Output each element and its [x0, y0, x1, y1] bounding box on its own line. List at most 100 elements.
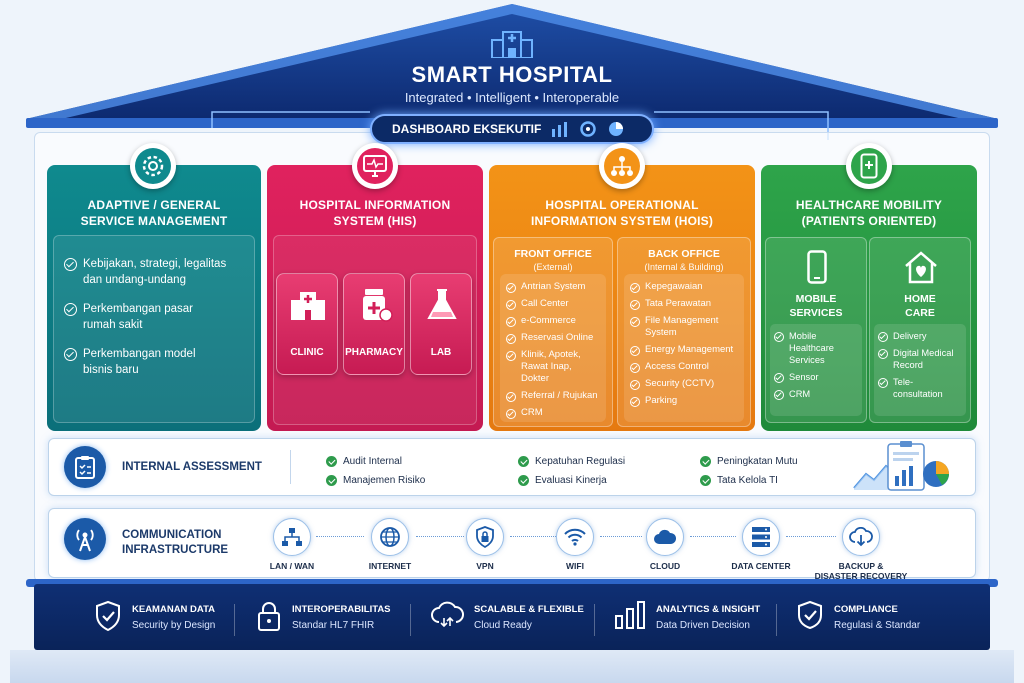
list-item: Tata Perawatan	[630, 298, 738, 310]
clinic-tile[interactable]: CLINIC	[276, 273, 338, 375]
check-icon	[326, 456, 337, 467]
bar-chart-icon	[552, 122, 568, 137]
connector	[510, 536, 556, 537]
mobile-plus-icon	[860, 153, 878, 179]
connector	[600, 536, 642, 537]
assessment-item: Evaluasi Kinerja	[518, 475, 607, 486]
internet-node[interactable]	[371, 518, 409, 556]
vpn-node[interactable]	[466, 518, 504, 556]
shield-lock-icon	[476, 526, 494, 548]
flask-icon	[427, 289, 457, 319]
lock-icon	[258, 602, 280, 631]
gear-icon	[142, 155, 164, 177]
pharmacy-tile[interactable]: PHARMACY	[343, 273, 405, 375]
backup-node[interactable]	[842, 518, 880, 556]
list-item: Reservasi Online	[506, 332, 600, 344]
cloud-node[interactable]	[646, 518, 684, 556]
back-office-panel: BACK OFFICE (Internal & Building) Kepega…	[617, 237, 751, 427]
card-title: HOSPITAL INFORMATION SYSTEM (HIS)	[299, 198, 451, 228]
back-office-list: Kepegawaian Tata Perawatan File Manageme…	[624, 274, 744, 422]
list-item: CRM	[774, 388, 858, 400]
list-item: Parking	[630, 395, 738, 407]
infrastructure-title: COMMUNICATION INFRASTRUCTURE	[122, 529, 229, 556]
data-center-node[interactable]	[742, 518, 780, 556]
divider	[776, 604, 777, 636]
globe-icon	[380, 527, 400, 547]
hospital-building-icon	[291, 292, 325, 320]
foundation-bar	[34, 584, 990, 650]
assessment-title: INTERNAL ASSESSMENT	[122, 461, 262, 473]
his-badge	[352, 143, 398, 189]
adaptive-management-card: ADAPTIVE / GENERAL SERVICE MANAGEMENT Ke…	[47, 165, 261, 431]
card-title: HOSPITAL OPERATIONAL INFORMATION SYSTEM …	[530, 198, 714, 228]
bar-chart-icon	[615, 601, 645, 629]
list-item: Kepegawaian	[630, 281, 738, 293]
list-item: Security (CCTV)	[630, 378, 738, 390]
check-icon	[518, 475, 529, 486]
list-item: Antrian System	[506, 281, 600, 293]
node-label: VPN	[476, 561, 494, 571]
server-icon	[752, 527, 770, 547]
his-card: HOSPITAL INFORMATION SYSTEM (HIS) CLINIC…	[267, 165, 483, 431]
badge-check-icon	[798, 600, 822, 630]
front-office-list: Antrian System Call Center e-Commerce Re…	[500, 274, 606, 422]
list-item: Klinik, Apotek,Rawat Inap, Dokter	[506, 349, 600, 385]
mobility-badge	[846, 143, 892, 189]
check-icon	[700, 456, 711, 467]
card-title: ADAPTIVE / GENERAL SERVICE MANAGEMENT	[80, 198, 228, 228]
dashboard-label: DASHBOARD EKSEKUTIF	[392, 122, 542, 136]
clipboard-check-icon	[75, 456, 95, 479]
node-label: INTERNET	[368, 561, 412, 571]
communication-infrastructure-row	[48, 508, 976, 578]
connector	[416, 536, 464, 537]
list-item: Access Control	[630, 361, 738, 373]
check-icon	[64, 348, 77, 361]
org-chart-icon	[611, 156, 633, 176]
divider	[290, 450, 291, 484]
lan-wan-node[interactable]	[273, 518, 311, 556]
assessment-item: Kepatuhan Regulasi	[518, 456, 625, 467]
home-heart-icon	[905, 251, 937, 284]
node-label: WIFI	[566, 561, 584, 571]
node-label: BACKUP & DISASTER RECOVERY	[814, 561, 908, 581]
network-icon	[282, 528, 302, 546]
hospital-logo-icon	[491, 31, 533, 58]
wifi-node[interactable]	[556, 518, 594, 556]
wifi-icon	[564, 528, 586, 546]
dashboard-button[interactable]: DASHBOARD EKSEKUTIF	[370, 114, 654, 144]
list-item: e-Commerce	[506, 315, 600, 327]
page-title: SMART HOSPITAL	[411, 62, 613, 87]
connector	[316, 536, 364, 537]
assessment-item: Audit Internal	[326, 456, 402, 467]
lab-tile[interactable]: LAB	[410, 273, 472, 375]
shield-check-icon	[96, 600, 120, 632]
assessment-item: Tata Kelola TI	[700, 475, 778, 486]
check-icon	[64, 258, 77, 271]
gauge-icon	[580, 121, 597, 137]
foundation-top-edge	[26, 579, 998, 587]
list-item: Delivery	[878, 330, 962, 342]
monitor-heartbeat-icon	[363, 155, 387, 177]
hois-card: HOSPITAL OPERATIONAL INFORMATION SYSTEM …	[489, 165, 755, 431]
divider	[410, 604, 411, 636]
adaptive-badge	[130, 143, 176, 189]
list-item: Energy Management	[630, 344, 738, 356]
card-title: HEALTHCARE MOBILITY (PATIENTS ORIENTED)	[795, 198, 943, 228]
list-item: CRM	[506, 407, 600, 419]
check-icon	[518, 456, 529, 467]
node-label: DATA CENTER	[731, 561, 791, 571]
list-item: Tele-consultation	[878, 376, 962, 400]
internal-assessment-row	[48, 438, 976, 496]
connector	[786, 536, 836, 537]
list-item: Sensor	[774, 371, 858, 383]
smartphone-icon	[807, 250, 827, 284]
